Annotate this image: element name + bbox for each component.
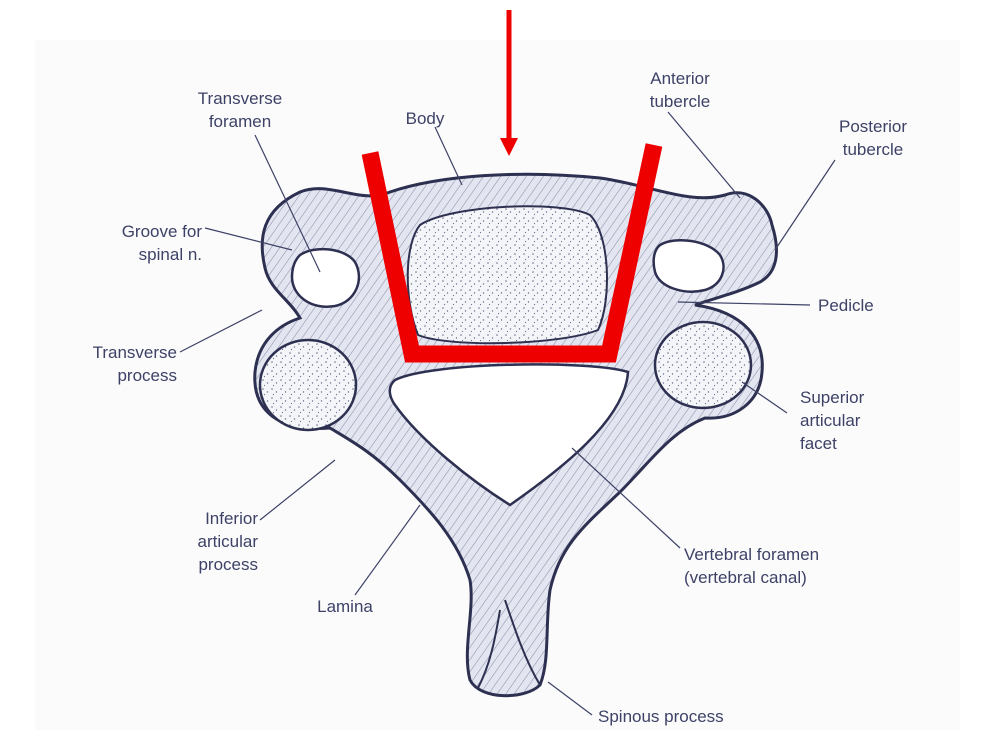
label-pedicle: Pedicle xyxy=(818,294,918,317)
label-body: Body xyxy=(390,107,460,130)
vertebral-body xyxy=(408,206,607,343)
right-superior-articular-facet xyxy=(655,322,751,408)
label-spinous-process: Spinous process xyxy=(598,705,778,728)
right-transverse-foramen xyxy=(654,240,724,291)
left-transverse-foramen xyxy=(292,249,359,307)
label-vertebral-foramen: Vertebral foramen(vertebral canal) xyxy=(684,543,884,589)
label-lamina: Lamina xyxy=(300,595,390,618)
left-inferior-articular-facet xyxy=(260,340,356,430)
